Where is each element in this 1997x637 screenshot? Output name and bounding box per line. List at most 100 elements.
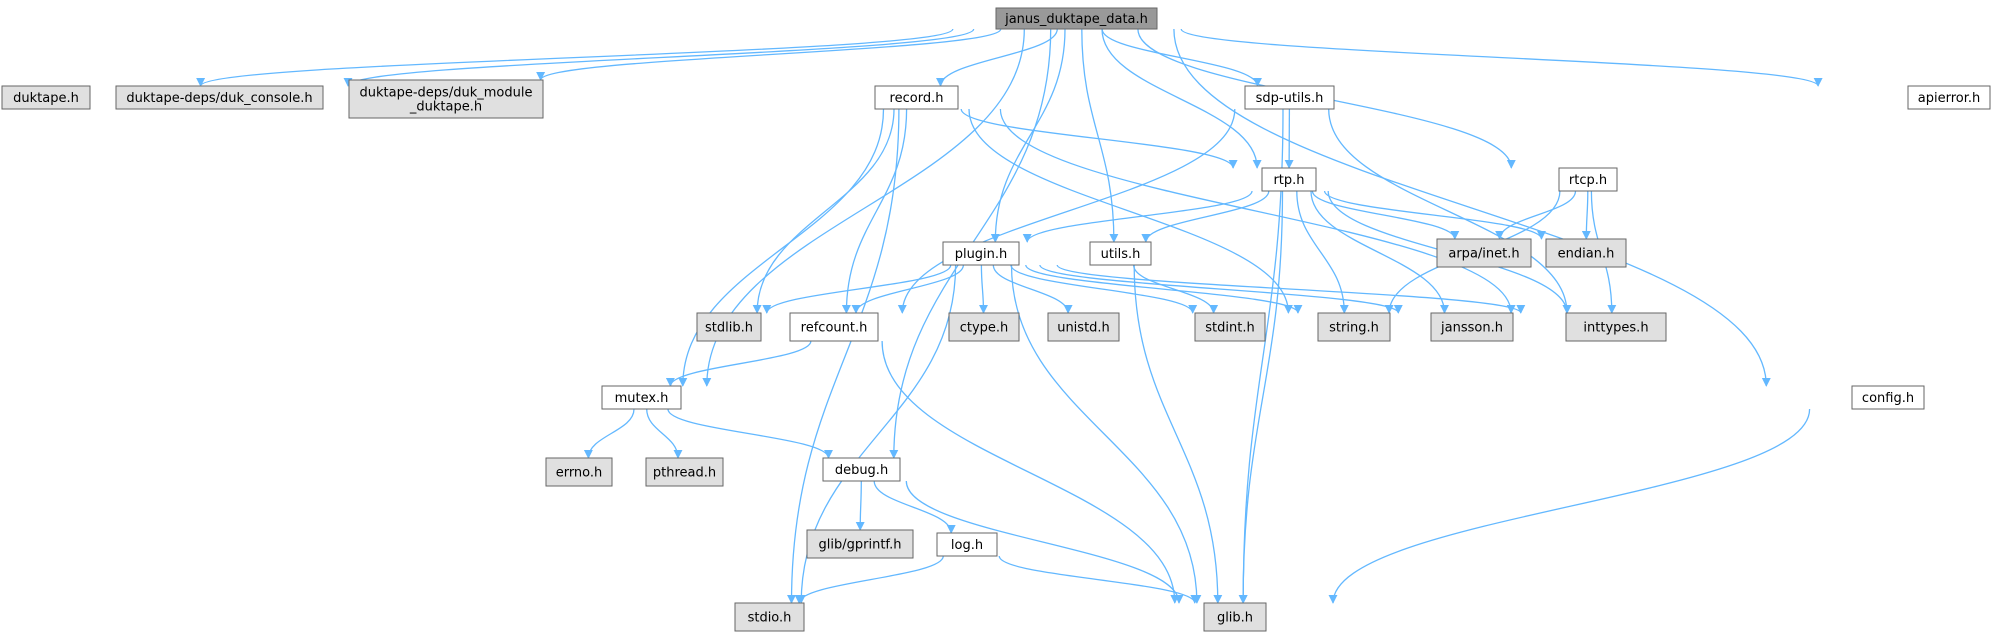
node-utils[interactable]: utils.h	[1089, 241, 1152, 266]
node-box	[115, 85, 324, 110]
edge-rtp-to-jansson	[1310, 190, 1450, 314]
edge-record-to-mutex	[678, 108, 885, 387]
node-box	[1430, 312, 1514, 342]
edge-plugin-to-ctype	[978, 264, 989, 314]
node-box	[1261, 167, 1317, 192]
node-debug[interactable]: debug.h	[822, 457, 901, 482]
edge-refcount-to-mutex	[665, 340, 812, 387]
node-label: stdint.h	[1205, 321, 1254, 336]
node-label: glib/gprintf.h	[819, 538, 902, 553]
edge-janus-duktape-data-to-duk-console	[343, 28, 975, 87]
edge-debug-to-glib	[905, 480, 1184, 604]
node-label: apierror.h	[1918, 91, 1980, 106]
node-box	[645, 457, 724, 487]
node-box	[1317, 312, 1391, 342]
node-box	[348, 79, 544, 119]
edge-janus-duktape-data-to-rtp	[1101, 28, 1262, 169]
node-box	[1194, 312, 1266, 342]
node-label: glib.h	[1217, 611, 1253, 626]
edge-sdp-utils-to-inttypes	[1328, 108, 1572, 314]
node-box	[734, 602, 805, 632]
node-label: utils.h	[1101, 247, 1141, 262]
edge-refcount-to-glib	[881, 340, 1180, 604]
nodes: janus_duktape_data.h duktape.h duktape-dep…	[1, 7, 1991, 632]
edge-plugin-to-string	[1025, 264, 1303, 314]
node-config[interactable]: config.h	[1851, 385, 1925, 410]
node-box	[1, 85, 91, 110]
edge-plugin-to-glib	[1010, 264, 1202, 604]
node-label: duktape.h	[13, 91, 79, 106]
node-box	[1907, 85, 1991, 110]
edge-record-to-stdlib	[752, 108, 895, 314]
edge-log-to-stdio	[794, 555, 944, 604]
node-label: config.h	[1862, 391, 1914, 406]
node-label: rtp.h	[1273, 173, 1304, 188]
node-label: record.h	[890, 91, 944, 106]
node-box	[1851, 385, 1925, 410]
node-label: endian.h	[1558, 247, 1615, 262]
node-log[interactable]: log.h	[936, 532, 998, 557]
edge-janus-duktape-data-to-utils	[1081, 28, 1119, 243]
node-box	[545, 457, 613, 487]
node-box	[995, 7, 1158, 30]
node-box	[942, 241, 1020, 266]
node-record[interactable]: record.h	[874, 85, 959, 110]
edge-plugin-to-jansson	[1039, 264, 1403, 314]
node-label: duktape-deps/duk_module	[360, 86, 533, 101]
node-label: string.h	[1329, 321, 1379, 336]
node-stdlib: stdlib.h	[696, 312, 762, 342]
node-label: plugin.h	[955, 247, 1008, 262]
node-janus-duktape-data[interactable]: janus_duktape_data.h	[995, 7, 1158, 30]
node-refcount[interactable]: refcount.h	[789, 312, 879, 342]
edge-plugin-to-stdint	[1010, 264, 1198, 314]
node-label: jansson.h	[1440, 321, 1503, 336]
node-glib-gprintf: glib/gprintf.h	[806, 529, 914, 559]
node-box	[601, 385, 682, 410]
node-box	[948, 312, 1020, 342]
edge-record-to-string	[968, 108, 1293, 314]
edge-plugin-to-unistd	[992, 264, 1073, 314]
node-sdp-utils[interactable]: sdp-utils.h	[1244, 85, 1335, 110]
edge-record-to-refcount	[841, 108, 908, 314]
edge-utils-to-glib	[1133, 264, 1223, 604]
node-jansson: jansson.h	[1430, 312, 1514, 342]
node-box	[806, 529, 914, 559]
node-box	[874, 85, 959, 110]
node-stdio: stdio.h	[734, 602, 805, 632]
edge-sdp-utils-to-glib	[1238, 108, 1284, 604]
node-apierror[interactable]: apierror.h	[1907, 85, 1991, 110]
node-label: duktape-deps/duk_console.h	[126, 91, 312, 106]
edge-plugin-to-stdlib	[762, 264, 952, 314]
node-stdint: stdint.h	[1194, 312, 1266, 342]
node-label: inttypes.h	[1583, 321, 1648, 336]
edge-record-to-inttypes	[999, 108, 1516, 314]
node-errno: errno.h	[545, 457, 613, 487]
node-ctype: ctype.h	[948, 312, 1020, 342]
node-box	[1089, 241, 1152, 266]
node-mutex[interactable]: mutex.h	[601, 385, 682, 410]
node-duk-module: duktape-deps/duk_module_duktape.h	[348, 79, 544, 119]
edge-config-to-glib	[1328, 408, 1811, 604]
edge-janus-duktape-data-to-plugin	[990, 28, 1066, 243]
edge-rtcp-to-arpa-inet	[1495, 190, 1577, 240]
edge-rtp-to-utils	[1141, 190, 1270, 243]
edge-debug-to-glib-gprintf	[855, 480, 865, 531]
edge-janus-duktape-data-to-record	[935, 28, 1058, 87]
node-rtcp[interactable]: rtcp.h	[1558, 167, 1618, 192]
node-label: ctype.h	[960, 321, 1009, 336]
node-pthread: pthread.h	[645, 457, 724, 487]
node-duk-console: duktape-deps/duk_console.h	[115, 85, 324, 110]
node-duktape: duktape.h	[1, 85, 91, 110]
node-plugin[interactable]: plugin.h	[942, 241, 1020, 266]
node-label: rtcp.h	[1569, 173, 1607, 188]
node-rtp[interactable]: rtp.h	[1261, 167, 1317, 192]
node-box	[1558, 167, 1618, 192]
edge-utils-to-stdint	[1132, 264, 1219, 314]
edge-mutex-to-errno	[583, 408, 635, 459]
edge-rtcp-to-endian	[1581, 190, 1591, 240]
edge-janus-duktape-data-to-config	[1173, 28, 1771, 387]
node-box	[822, 457, 901, 482]
edge-rtp-to-plugin	[1022, 190, 1253, 243]
node-label: _duktape.h	[409, 100, 482, 115]
